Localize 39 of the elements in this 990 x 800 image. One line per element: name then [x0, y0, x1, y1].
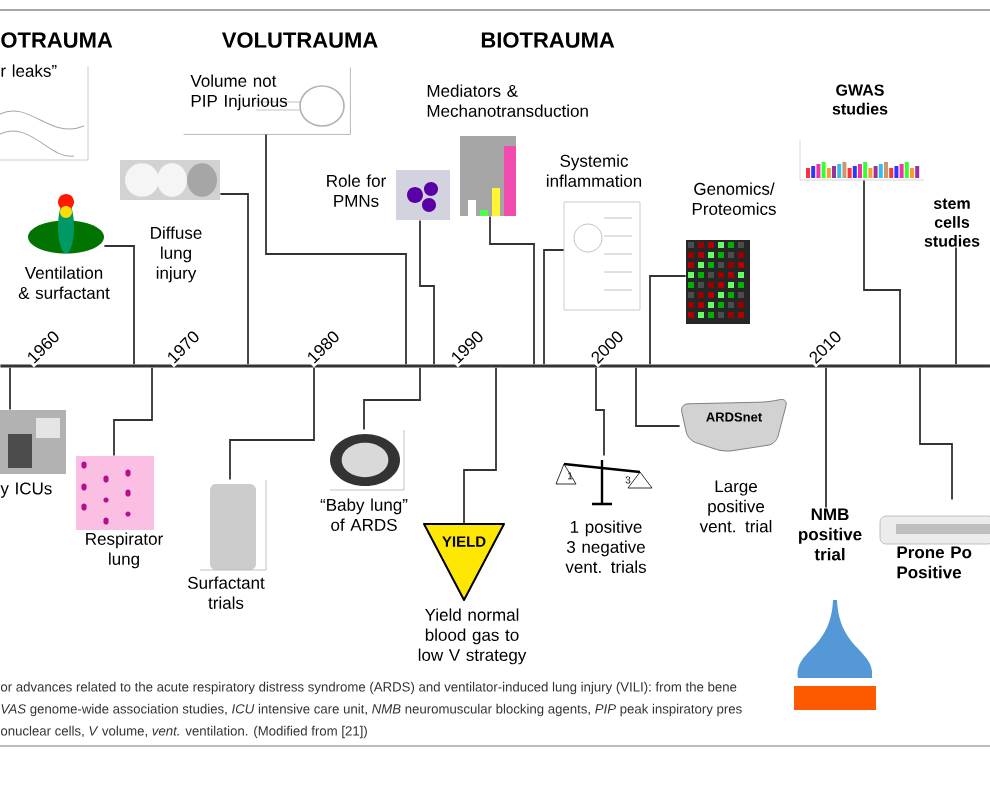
timeline-axis [0, 364, 990, 368]
item-label: Yield normal blood gas to low V strategy [418, 608, 527, 665]
leader-line [635, 366, 681, 427]
leader-line [419, 219, 435, 366]
item-label: 1 positive 3 negative vent. trials [565, 520, 646, 573]
leader-line [543, 249, 565, 366]
item-label: y ICUs [0, 482, 52, 498]
leader-line [265, 133, 407, 366]
leader-line [9, 366, 11, 411]
item-label: Surfactant trials [188, 576, 265, 609]
item-label: Role for PMNs [327, 174, 386, 207]
item-label: Mediators & Mechanotransduction [427, 84, 588, 117]
era-heading: BIOTRAUMA [481, 32, 615, 48]
leader-line [649, 275, 687, 366]
leader-line [113, 366, 153, 457]
item-label: Ventilation & surfactant [18, 266, 110, 299]
leader-line [489, 215, 535, 366]
item-label: NMB positive trial [799, 508, 862, 561]
item-label: Diffuse lung injury [151, 226, 202, 283]
item-label: Prone Po Positive [897, 546, 972, 579]
leader-line [595, 366, 605, 457]
item-label: r leaks” [1, 64, 57, 77]
item-label: Genomics/ Proteomics [692, 182, 776, 215]
item-label: Systemic inflammation [546, 154, 642, 187]
item-label: Respirator lung [86, 532, 163, 569]
leader-line [955, 246, 957, 366]
item-label: GWAS studies [832, 84, 888, 115]
leader-line [363, 366, 421, 431]
leader-line [103, 245, 135, 366]
item-label: “Baby lung” of ARDS [320, 498, 408, 531]
item-label: Volume not PIP Injurious [190, 74, 288, 111]
item-label: Large positive vent. trial [699, 480, 772, 533]
leader-line [463, 366, 497, 525]
leader-line [825, 366, 827, 509]
leader-line [863, 179, 901, 366]
leader-line [919, 366, 953, 501]
item-label: stem cells studies [924, 198, 980, 247]
leader-line [229, 366, 315, 481]
leader-line [219, 193, 249, 366]
